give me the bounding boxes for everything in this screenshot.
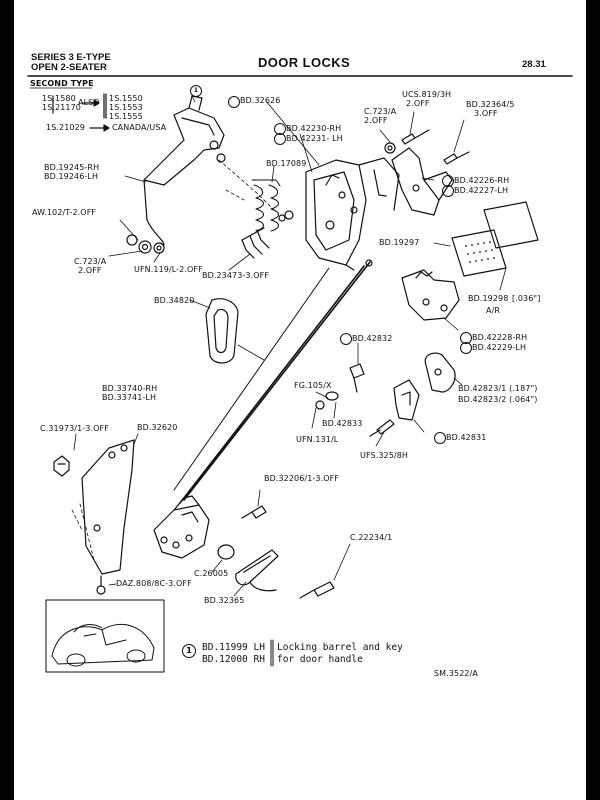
label-bd32206: BD.32206/1-3.OFF: [264, 474, 340, 483]
lock-body-drawing: [305, 157, 400, 271]
catalogue-page: SERIES 3 E-TYPE OPEN 2-SEATER DOOR LOCKS…: [14, 0, 586, 800]
label-c723a-left-qty: 2.OFF: [78, 266, 102, 275]
footnote-desc-1: Locking barrel and key: [277, 642, 403, 653]
supersession-right-b: 1S.1553: [109, 103, 143, 112]
label-bd19298-spec: [.036"]: [512, 294, 541, 303]
footnote-desc-2: for door handle: [277, 654, 363, 665]
label-ufn119: UFN.119/L-2.OFF: [134, 265, 203, 274]
exploded-diagram: [27, 75, 573, 673]
footnote-ref-circle: 1: [182, 644, 196, 658]
label-bd42226: BD.42226-RH: [454, 176, 510, 185]
label-bd42832: BD.42832: [352, 334, 393, 343]
symbol-circle-bd42229: [460, 342, 472, 354]
label-fg105: FG.105/X: [294, 381, 332, 390]
series-label: SERIES 3 E-TYPE: [31, 52, 111, 63]
label-bd19245: BD.19245-RH: [44, 163, 100, 172]
escutcheon-drawing: [205, 298, 239, 364]
symbol-circle-bd42227: [442, 185, 454, 197]
label-c26005: C.26005: [194, 569, 229, 578]
canada-to: CANADA/USA: [112, 123, 167, 132]
ref-circle-1: 1: [190, 85, 202, 97]
spring-drawing: [251, 179, 281, 232]
inside-handle-drawing: [235, 549, 279, 592]
section-heading: SECOND TYPE: [30, 79, 94, 88]
label-bd42230: BD.42230-RH: [286, 124, 342, 133]
footnote-part-rh: BD.12000 RH: [202, 654, 265, 665]
label-c723a-top: C.723/A: [364, 107, 397, 116]
label-c22234: C.22234/1: [350, 533, 393, 542]
supersession-left-a: 1S.1580: [42, 94, 76, 103]
label-bd34820: BD.34820: [154, 296, 195, 305]
label-ufn131: UFN.131/L: [296, 435, 339, 444]
canada-from: 1S.21029: [46, 123, 85, 132]
label-c31973: C.31973/1-3.OFF: [40, 424, 109, 433]
label-bd42229: BD.42229-LH: [472, 343, 527, 352]
label-bd42231: BD.42231- LH: [286, 134, 343, 143]
shim-plates-drawing: [451, 201, 539, 277]
label-ucs819-qty: 2.OFF: [406, 99, 430, 108]
label-bd19298: BD.19298: [468, 294, 509, 303]
label-bd32620: BD.32620: [137, 423, 178, 432]
label-ufs325: UFS.325/8H: [360, 451, 409, 460]
supersession-left-b: 1S.21170: [42, 103, 81, 112]
label-bd32364-qty: 3.OFF: [474, 109, 498, 118]
label-bd19298-note: A/R: [486, 306, 501, 315]
drawing-reference: SM.3522/A: [434, 669, 478, 678]
remote-control-plate-drawing: [81, 439, 135, 575]
supersession-also: ALSO: [78, 98, 100, 107]
striker-drawing: [401, 269, 460, 321]
label-bd42823-2: BD.42823/2 (.064"): [458, 395, 538, 404]
label-aw102: AW.102/T-2.OFF: [32, 208, 97, 217]
label-bd33741: BD.33741-LH: [102, 393, 157, 402]
label-bd19246: BD.19246-LH: [44, 172, 99, 181]
symbol-circle-bd42832: [340, 333, 352, 345]
label-bd32626: BD.32626: [240, 96, 281, 105]
label-bd33740: BD.33740-RH: [102, 384, 158, 393]
label-ucs819: UCS.819/3H: [402, 90, 452, 99]
symbol-circle-bd42831: [434, 432, 446, 444]
label-bd42823-1: BD.42823/1 (.187"): [458, 384, 538, 393]
label-bd32364: BD.32364/5: [466, 100, 515, 109]
label-c723a-top-qty: 2.OFF: [364, 116, 388, 125]
label-bd42833: BD.42833: [322, 419, 363, 428]
label-bd32365: BD.32365: [204, 596, 245, 605]
label-bd42227: BD.42227-LH: [454, 186, 509, 195]
handle-lever-drawing: [143, 95, 226, 246]
label-bd17089: BD.17089: [266, 159, 307, 168]
page-title: DOOR LOCKS: [258, 55, 351, 70]
supersession-right-c: 1S.1555: [109, 112, 143, 121]
label-bd42831: BD.42831: [446, 433, 487, 442]
car-thumbnail: [45, 599, 165, 673]
symbol-circle-bd32626: [228, 96, 240, 108]
label-daz808: DAZ.808/8C-3.OFF: [116, 579, 192, 588]
label-bd42228: BD.42228-RH: [472, 333, 528, 342]
footnote-part-lh: BD.11999 LH: [202, 642, 265, 653]
label-bd23473: BD.23473-3.OFF: [202, 271, 270, 280]
remote-control-drawing: [153, 495, 210, 559]
label-bd19297: BD.19297: [379, 238, 420, 247]
label-c723a-left: C.723/A: [74, 257, 107, 266]
supersession-right-a: 1S.1550: [109, 94, 143, 103]
symbol-circle-bd42231: [274, 133, 286, 145]
connecting-rods-drawing: [173, 261, 371, 504]
model-label: OPEN 2-SEATER: [31, 62, 107, 73]
page-number: 28.31: [522, 59, 546, 70]
